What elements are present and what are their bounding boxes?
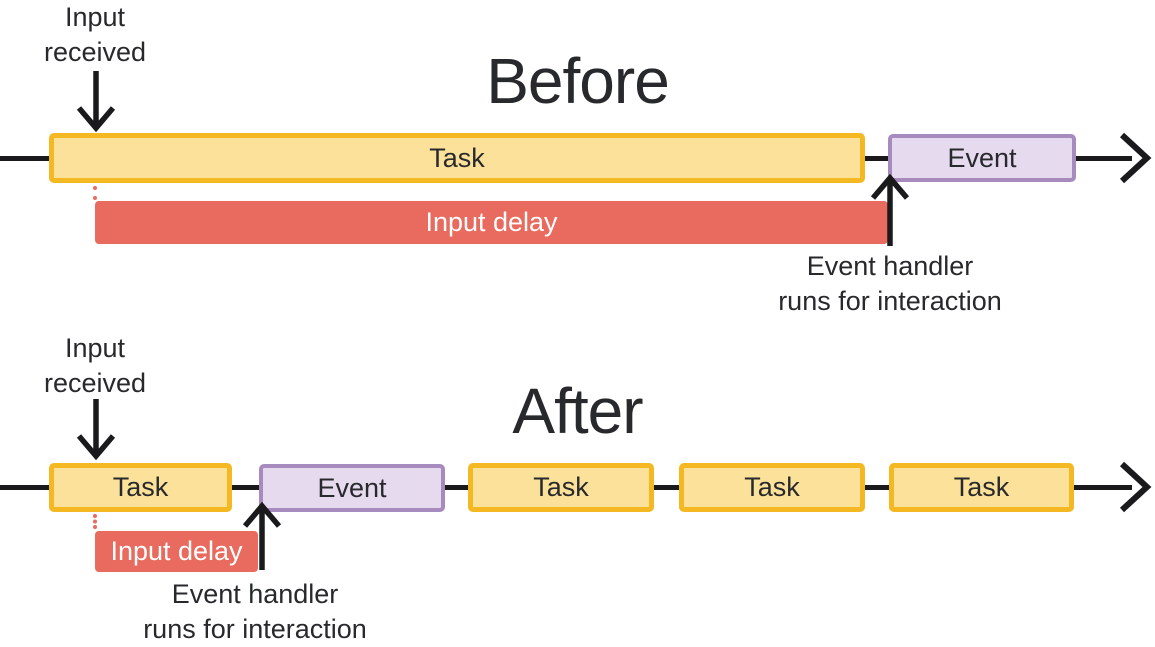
after-title: After: [512, 375, 643, 447]
after-event-handler-label: Event handler runs for interaction: [85, 577, 425, 647]
after-input-delay-dotted-connector: [93, 514, 97, 529]
before-input-down-arrow-icon: [76, 71, 116, 132]
after-task-bar-3: Task: [679, 463, 865, 512]
before-event-handler-up-arrow-icon: [870, 174, 910, 246]
before-input-delay-bar: Input delay: [95, 201, 888, 244]
after-task-bar-3-label: Task: [744, 472, 800, 502]
after-event-handler-up-arrow-icon: [242, 502, 282, 570]
after-task-bar-1-label: Task: [112, 472, 169, 502]
after-task-bar-2-label: Task: [533, 472, 589, 502]
after-task-bar-4: Task: [889, 463, 1074, 512]
event-handler-line2: runs for interaction: [778, 286, 1002, 316]
input-received-line1: Input: [64, 333, 126, 363]
after-event-bar-label: Event: [317, 472, 387, 503]
before-input-delay-label: Input delay: [425, 207, 558, 237]
after-timeline-arrowhead-icon: [1119, 461, 1152, 513]
after-task-bar-2: Task: [468, 463, 654, 512]
after-input-delay-bar: Input delay: [95, 531, 258, 572]
before-input-delay-dotted-connector: [93, 186, 97, 200]
event-handler-line1: Event handler: [171, 579, 339, 609]
before-title: Before: [486, 45, 670, 117]
after-input-received-label: Input received: [0, 331, 190, 401]
event-handler-line1: Event handler: [806, 251, 974, 281]
after-input-delay-label: Input delay: [110, 536, 243, 566]
after-task-bar-1: Task: [49, 463, 232, 512]
before-timeline-arrowhead-icon: [1119, 132, 1152, 184]
before-input-received-label: Input received: [0, 0, 190, 70]
before-event-bar-label: Event: [947, 142, 1017, 173]
before-event-handler-label: Event handler runs for interaction: [740, 249, 1040, 319]
before-task-bar-label: Task: [429, 142, 485, 173]
after-event-bar: Event: [259, 464, 445, 512]
event-handler-line2: runs for interaction: [143, 614, 367, 644]
before-task-bar: Task: [49, 133, 865, 183]
input-received-line1: Input: [64, 2, 126, 32]
input-received-line2: received: [43, 37, 147, 67]
before-event-bar: Event: [888, 134, 1076, 182]
after-input-down-arrow-icon: [76, 399, 116, 460]
after-task-bar-4-label: Task: [953, 472, 1010, 502]
input-received-line2: received: [43, 368, 147, 398]
